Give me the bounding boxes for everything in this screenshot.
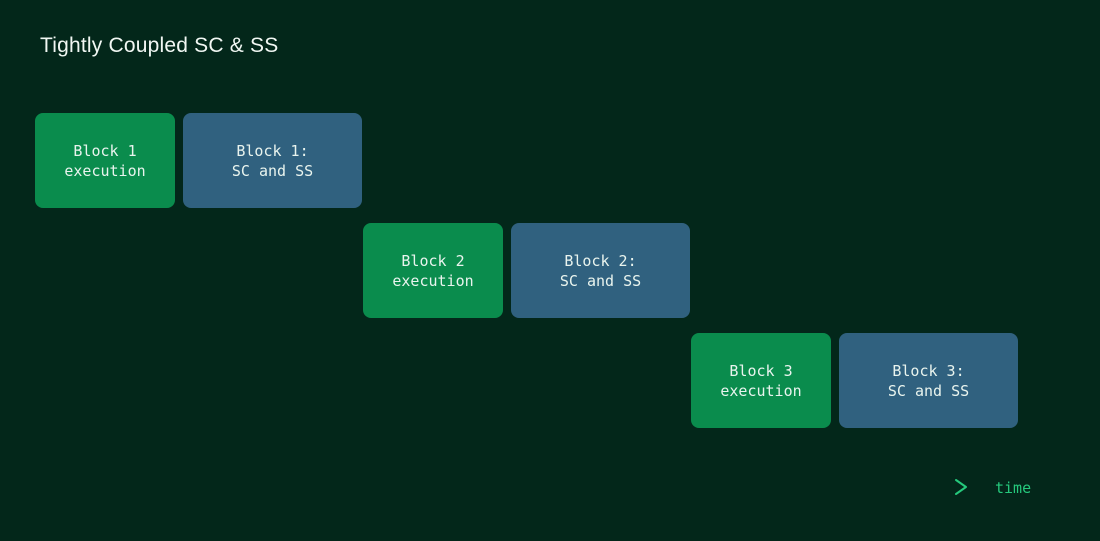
block-3-sc-and-ss-line1: Block 3: [892, 361, 965, 380]
block-3-execution: Block 3 execution [691, 333, 831, 428]
block-1-sc-and-ss: Block 1: SC and SS [183, 113, 362, 208]
block-1-sc-and-ss-line1: Block 1: [236, 141, 309, 160]
time-axis-arrow-icon [68, 479, 967, 495]
block-1-execution: Block 1 execution [35, 113, 175, 208]
block-3-sc-and-ss: Block 3: SC and SS [839, 333, 1018, 428]
block-3-execution-line2: execution [720, 381, 802, 400]
block-1-execution-line2: execution [64, 161, 146, 180]
page-title: Tightly Coupled SC & SS [40, 34, 279, 57]
block-2-sc-and-ss: Block 2: SC and SS [511, 223, 690, 318]
block-2-sc-and-ss-line1: Block 2: [564, 251, 637, 270]
block-2-execution-line2: execution [392, 271, 474, 290]
block-3-sc-and-ss-line2: SC and SS [887, 381, 970, 400]
block-2-execution: Block 2 execution [363, 223, 503, 318]
block-1-sc-and-ss-line2: SC and SS [231, 161, 314, 180]
block-2-sc-and-ss-line2: SC and SS [559, 271, 642, 290]
block-2-execution-line1: Block 2 [401, 251, 465, 270]
time-axis-label: time [995, 479, 1032, 497]
block-3-execution-line1: Block 3 [729, 361, 793, 380]
block-1-execution-line1: Block 1 [73, 141, 137, 160]
